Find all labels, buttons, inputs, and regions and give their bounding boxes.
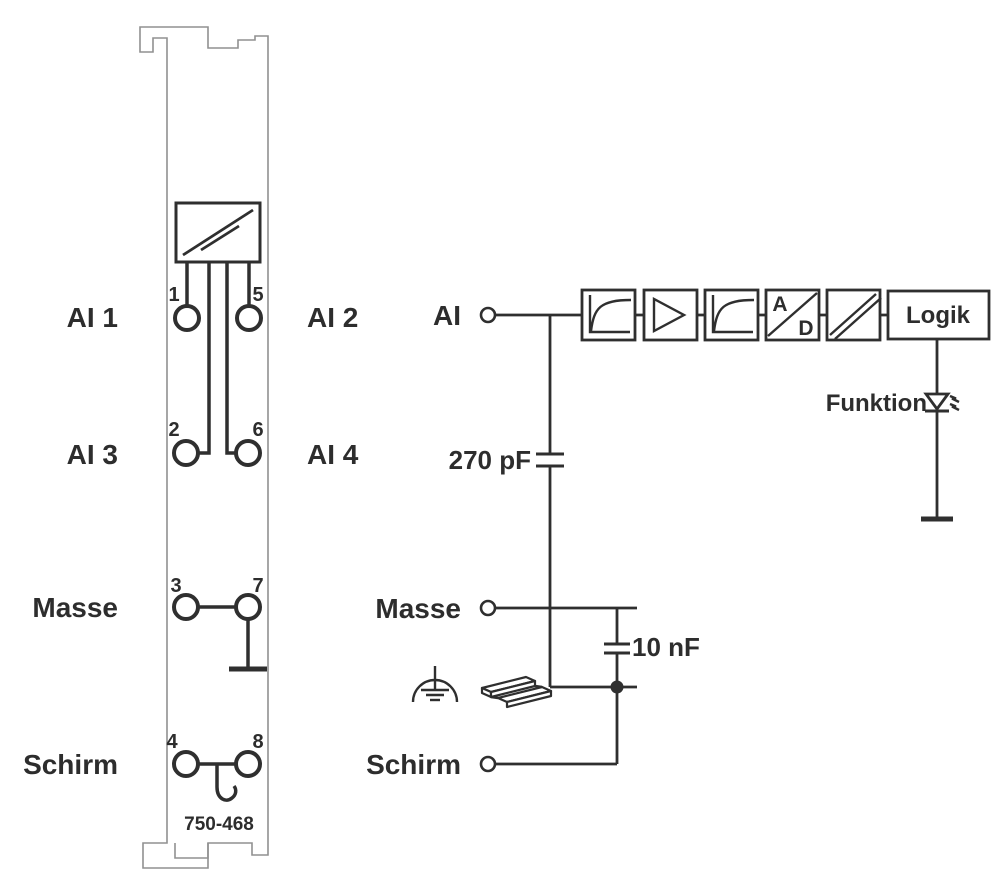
circuit-schirm-terminal: [479, 755, 497, 773]
part-number: 750-468: [184, 814, 254, 835]
shield-hook-symbol: [215, 764, 238, 802]
ad-diagonal-icon: [767, 292, 818, 337]
functional-earth-icon: [411, 666, 459, 703]
cap-270pf: 270 pF: [449, 315, 564, 687]
terminal-3-number: 3: [170, 575, 181, 597]
internal-wire-2: [198, 262, 211, 455]
label-ai1: AI 1: [67, 302, 118, 333]
ad-letter-d: D: [798, 317, 813, 340]
funktion-led: [923, 392, 960, 413]
led-triangle-icon: [923, 392, 951, 412]
grounding-network: Masse 10 nF Schirm: [366, 593, 700, 780]
terminal-2: [172, 439, 200, 467]
terminal-8-number: 8: [252, 731, 263, 753]
circuit-schirm-label: Schirm: [366, 749, 461, 780]
circuit-ai-terminal: [479, 306, 497, 324]
filter-curve-icon: [711, 295, 755, 334]
junction-dot: [610, 680, 624, 694]
terminal-7: [234, 593, 262, 621]
module-release-latch: [174, 843, 209, 859]
label-masse: Masse: [32, 592, 118, 623]
block-ad-converter: A D: [764, 288, 821, 342]
terminal-1: [173, 304, 201, 332]
converter-symbol-diagonal-short-icon: [200, 224, 240, 252]
label-ai2: AI 2: [307, 302, 358, 333]
terminal-6-number: 6: [252, 419, 263, 441]
block-input-filter: [580, 288, 637, 342]
logik-label: Logik: [906, 302, 971, 329]
circuit-masse-label: Masse: [375, 593, 461, 624]
label-schirm: Schirm: [23, 749, 118, 780]
cap-10nf: 10 nF: [604, 608, 700, 687]
terminal-8: [234, 750, 262, 778]
led-arrow-icon: [949, 402, 960, 412]
isolation-diagonal-icon: [829, 293, 882, 340]
terminal-1-number: 1: [168, 284, 179, 306]
module-labels: AI 1 AI 3 Masse Schirm AI 2 AI 4: [23, 302, 359, 780]
signal-chain: 270 pF AI A D: [433, 288, 991, 687]
label-ai3: AI 3: [67, 439, 118, 470]
terminal-7-number: 7: [252, 575, 263, 597]
terminal-6: [234, 439, 262, 467]
cap-10nf-label: 10 nF: [632, 632, 700, 662]
converter-symbol-diagonal-icon: [182, 208, 254, 257]
block-logik: Logik: [886, 289, 991, 341]
circuit-masse-terminal: [479, 599, 497, 617]
led-arrow-icon: [949, 394, 960, 404]
filter-curve-icon: [588, 295, 632, 334]
amplifier-triangle-icon: [652, 297, 687, 333]
terminal-5-number: 5: [252, 284, 263, 306]
block-filter-2: [703, 288, 760, 342]
terminal-2-number: 2: [168, 419, 179, 441]
block-amplifier: [642, 288, 699, 342]
internal-wire-6: [225, 262, 236, 455]
funktion-label: Funktion: [826, 390, 927, 417]
label-ai4: AI 4: [307, 439, 359, 470]
module-outline: [139, 26, 269, 869]
module-internal-wiring: 1 5 2 6 3 7 4 8 750-468: [166, 201, 267, 835]
terminal-3: [172, 593, 200, 621]
circuit-ai-label: AI: [433, 300, 461, 331]
terminal-5: [235, 304, 263, 332]
ad-letter-a: A: [772, 293, 787, 316]
din-rail-icon: [480, 675, 553, 709]
block-isolation: [825, 288, 882, 342]
module-housing: [139, 26, 269, 869]
cap-270pf-label: 270 pF: [449, 445, 531, 475]
terminal-4: [172, 750, 200, 778]
terminal-4-number: 4: [166, 731, 178, 753]
